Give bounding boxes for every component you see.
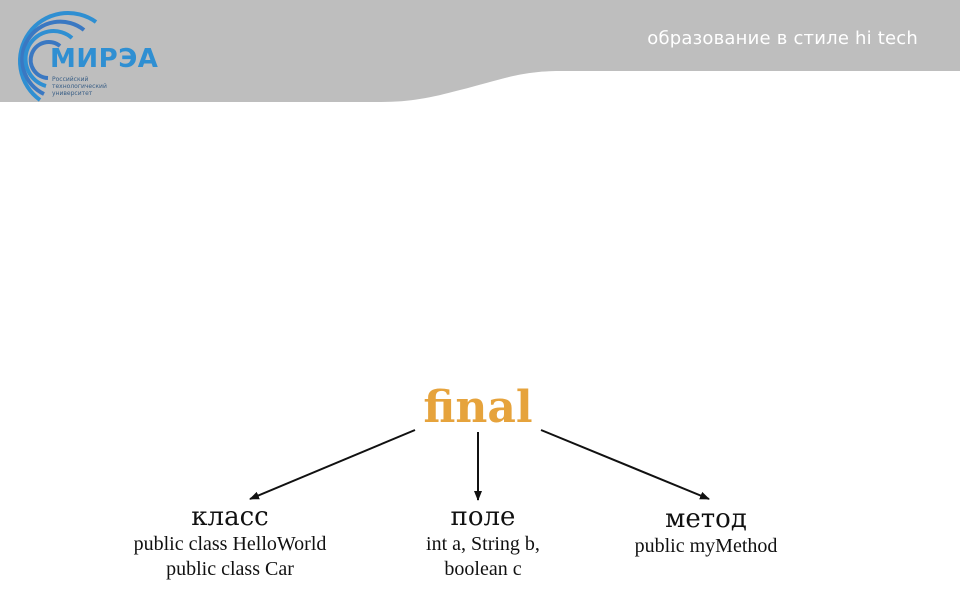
logo-subtitle-line: университет [52,90,93,97]
node-field-example: int a, String b, [426,533,540,555]
node-method-title: метод [665,504,747,534]
mirea-logo: МИРЭА Российский технологический универс… [0,0,170,104]
root-final-label: final [423,382,533,433]
node-class: класс public class HelloWorld public cla… [100,502,360,582]
node-class-example: public class HelloWorld [133,533,327,555]
header-tagline: образование в стиле hi tech [647,28,918,49]
node-class-example: public class Car [166,558,294,580]
node-field-example: boolean c [444,558,522,580]
logo-subtitle-line: технологический [52,83,107,90]
logo-rings-icon [17,11,98,102]
node-method: метод public myMethod [590,504,822,559]
header-background [0,0,960,102]
logo-subtitle: Российский технологический университет [52,76,132,97]
header-banner: МИРЭА Российский технологический универс… [0,0,960,104]
node-field: поле int a, String b, boolean c [388,502,578,582]
node-field-title: поле [450,502,516,532]
node-class-title: класс [191,502,269,532]
arrow-to-class [249,429,416,500]
node-method-example: public myMethod [634,535,778,557]
logo-name: МИРЭА [50,44,159,74]
logo-subtitle-line: Российский [52,76,89,83]
arrow-to-method [540,429,710,500]
